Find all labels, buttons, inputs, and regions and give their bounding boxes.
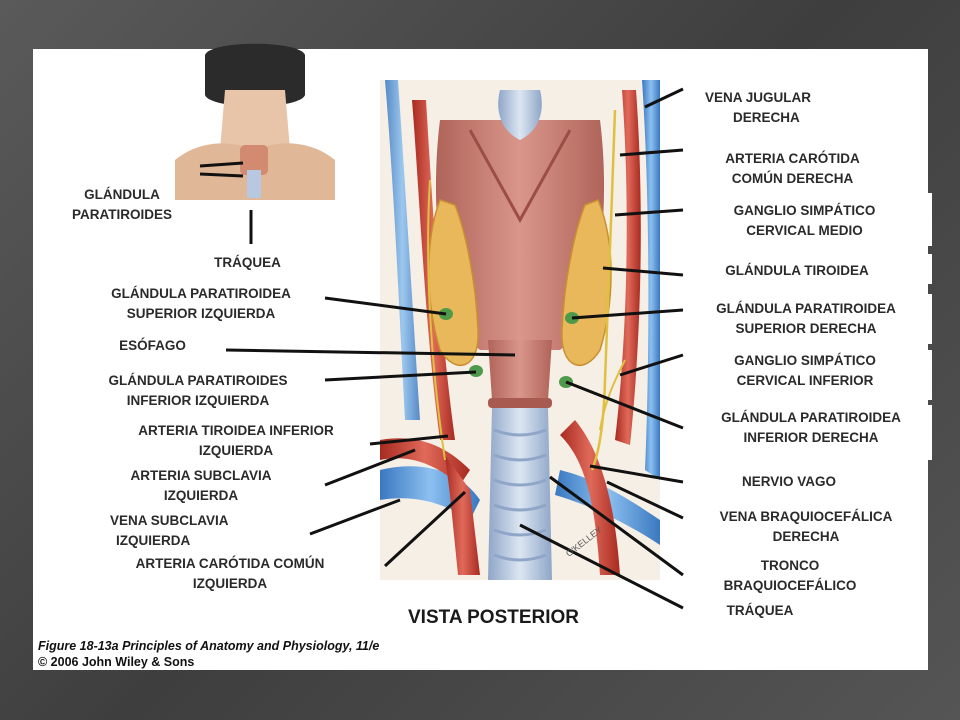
right-common-carotid-artery <box>615 90 641 445</box>
leader-lines <box>199 87 684 610</box>
view-title: VISTA POSTERIOR <box>408 607 580 628</box>
label-nervio-vago: NERVIO VAGO <box>741 474 837 489</box>
left-jugular-vein <box>385 80 420 420</box>
vagus-nerve <box>590 109 617 471</box>
inset-thyroid <box>240 145 268 175</box>
thyroid-right-lobe <box>561 199 612 367</box>
sympathetic-chain <box>599 359 626 431</box>
pharyngeal-muscles <box>435 120 605 350</box>
esophagus-ring <box>488 398 552 408</box>
inset-trachea <box>247 170 261 198</box>
neck-inset <box>175 43 335 200</box>
figure-credit: Figure 18-13a Principles of Anatomy and … <box>38 638 379 670</box>
right-jugular-vein <box>642 80 660 480</box>
label-esofago: ESÓFAGO <box>119 338 186 353</box>
neck-skin <box>220 90 290 150</box>
credit-line-1: Figure 18-13a Principles of Anatomy and … <box>38 639 380 653</box>
right-edge-tabs <box>926 193 932 460</box>
muscle-raphe <box>468 129 572 224</box>
trachea <box>488 408 552 580</box>
parathyroid-inf-left <box>469 365 483 377</box>
hyoid-top <box>498 90 542 140</box>
tracheal-rings <box>493 428 547 562</box>
brachiocephalic-trunk <box>560 420 620 575</box>
credit-line-2: © 2006 John Wiley & Sons <box>38 655 195 669</box>
label-glandula-tiroidea: GLÁNDULA TIROIDEA <box>725 263 869 278</box>
left-carotid-lower <box>445 455 480 575</box>
esophagus <box>488 340 552 400</box>
label-traquea-top: TRÁQUEA <box>214 255 281 270</box>
label-traquea-bottom: TRÁQUEA <box>726 603 794 618</box>
